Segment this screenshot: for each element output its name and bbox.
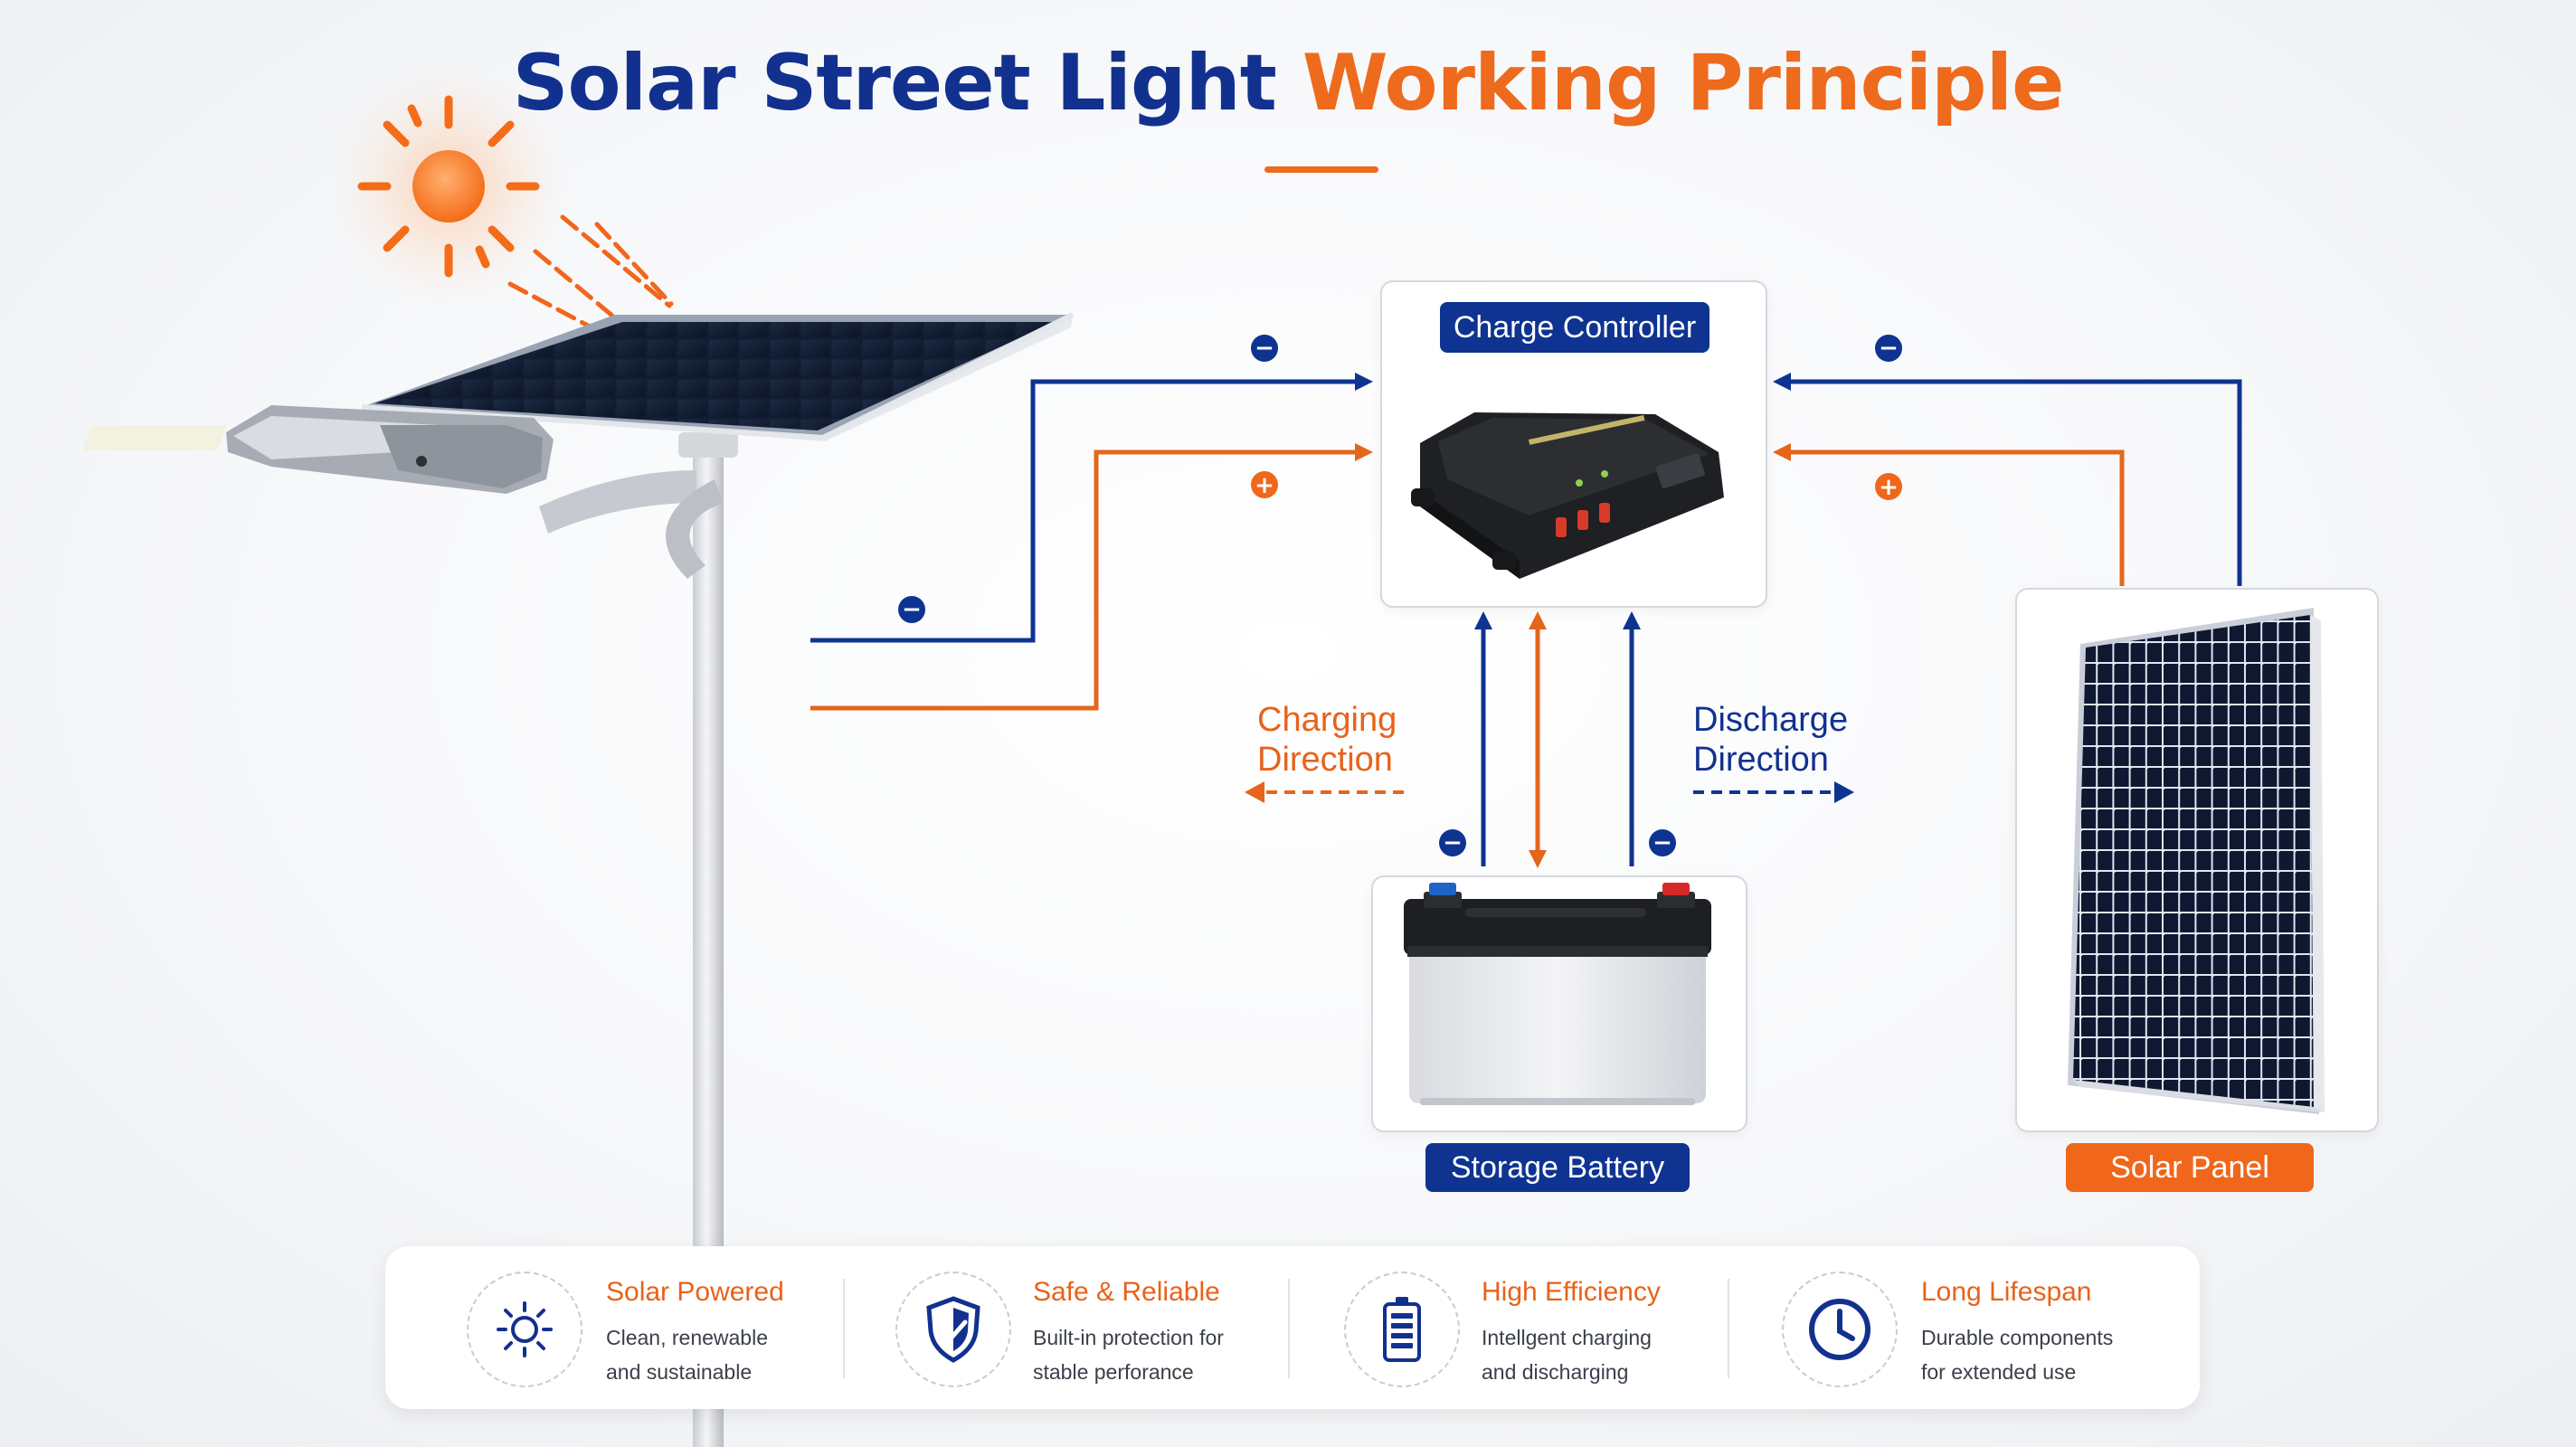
feature-desc-line-2: and sustainable [606,1360,753,1384]
svg-text:−: − [1255,335,1274,362]
panel-negative-wire [1778,379,2242,586]
feature-desc: Clean, renewable and sustainable [606,1320,823,1389]
wiring [810,379,2242,866]
svg-text:−: − [1653,829,1672,856]
svg-text:−: − [1879,335,1899,362]
feature-divider [1288,1279,1290,1378]
feature-desc-line-1: Built-in protection for [1033,1326,1224,1349]
svg-text:+: + [1879,474,1899,501]
feature-title: Safe & Reliable [1033,1277,1220,1307]
charging-direction-line-1: Charging [1257,701,1397,739]
led-lamp-head [82,405,554,494]
feature-long-lifespan: Long Lifespan Durable components for ext… [1782,1246,2162,1409]
solar-panel-image [2068,608,2325,1114]
feature-solar-powered: Solar Powered Clean, renewable and susta… [467,1246,792,1409]
arrowheads [1245,373,1854,868]
charging-direction-line-2: Direction [1257,741,1393,779]
negative-marker-3: − [1875,335,1902,362]
sun-icon [331,69,674,343]
feature-title: Long Lifespan [1921,1277,2092,1307]
discharge-direction-line-1: Discharge [1693,701,1849,739]
features-bar: Solar Powered Clean, renewable and susta… [385,1246,2200,1409]
negative-marker-4: − [1439,829,1466,856]
feature-desc: Built-in protection for stable perforanc… [1033,1320,1250,1389]
svg-text:+: + [1255,472,1274,499]
shield-check-icon [895,1272,1011,1387]
feature-title: High Efficiency [1482,1277,1661,1307]
feature-desc: Intellgent charging and discharging [1482,1320,1699,1389]
battery-icon [1344,1272,1460,1387]
feature-desc-line-1: Clean, renewable [606,1326,769,1349]
charge-controller-device [1411,412,1724,579]
negative-marker-1: − [1251,335,1278,362]
feature-desc-line-1: Intellgent charging [1482,1326,1652,1349]
charge-controller-label: Charge Controller [1440,302,1709,353]
feature-divider [1728,1279,1729,1378]
discharge-direction-line-2: Direction [1693,741,1829,779]
feature-title: Solar Powered [606,1277,784,1307]
feature-desc-line-2: and discharging [1482,1360,1629,1384]
storage-battery-image [1404,883,1711,1105]
positive-marker-2: + [1875,473,1902,501]
storage-battery-label: Storage Battery [1425,1143,1690,1192]
feature-high-efficiency: High Efficiency Intellgent charging and … [1344,1246,1706,1409]
feature-desc-line-2: for extended use [1921,1360,2077,1384]
negative-marker-2: − [898,596,925,623]
feature-desc-line-1: Durable components [1921,1326,2114,1349]
feature-safe-reliable: Safe & Reliable Built-in protection for … [895,1246,1257,1409]
negative-marker-5: − [1649,829,1676,856]
svg-text:−: − [1443,829,1463,856]
charging-direction-label: Charging Direction [1257,700,1397,780]
solar-panel-label: Solar Panel [2066,1143,2314,1192]
title-underline [1264,166,1378,173]
feature-divider [843,1279,845,1378]
lamp-negative-wire [810,379,1368,643]
panel-positive-wire [1778,449,2125,586]
lamp-positive-wire [810,449,1368,711]
positive-marker-1: + [1251,471,1278,499]
feature-desc-line-2: stable perforance [1033,1360,1194,1384]
title-part-2: Working Principle [1302,38,2065,128]
sun-icon [467,1272,582,1387]
page-title: Solar Street Light Working Principle [0,38,2576,128]
discharge-direction-label: Discharge Direction [1693,700,1848,780]
feature-desc: Durable components for extended use [1921,1320,2138,1389]
title-part-1: Solar Street Light [512,38,1277,128]
svg-text:−: − [902,596,922,623]
clock-icon [1782,1272,1898,1387]
